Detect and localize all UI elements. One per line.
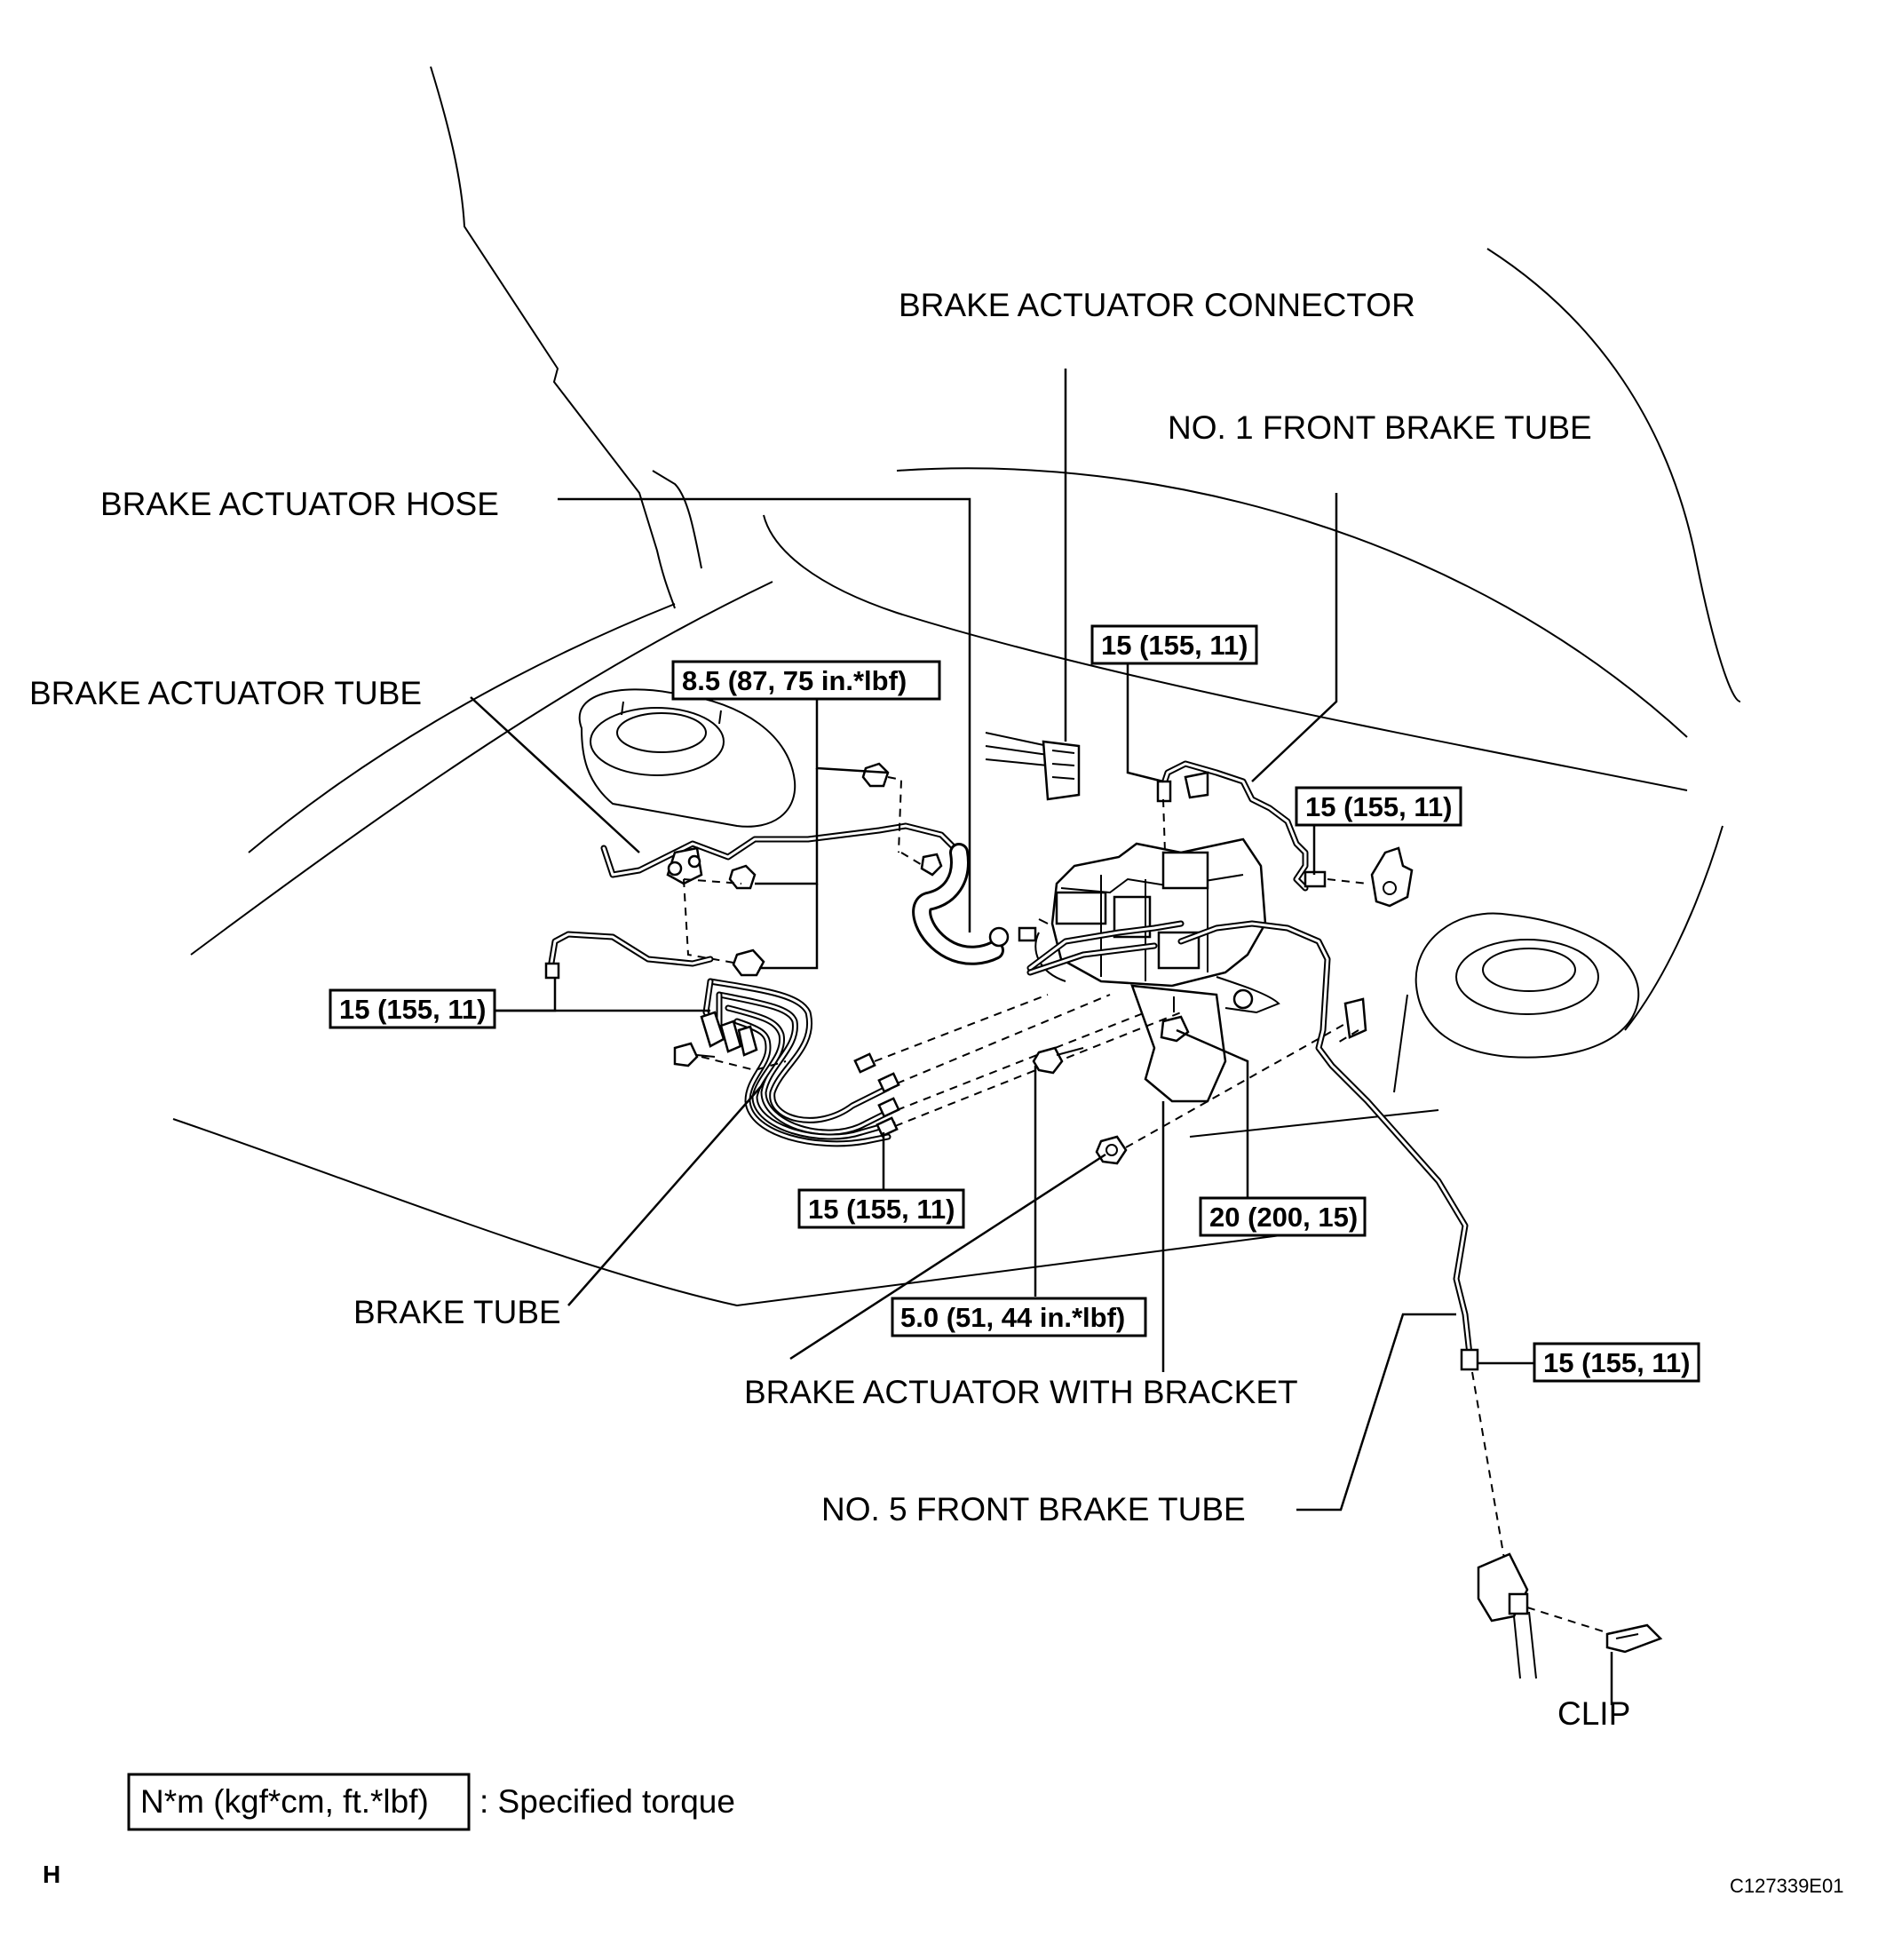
torque-box-small-bolt: 5.0 (51, 44 in.*lbf) — [891, 1297, 1147, 1337]
lower-mount-bracket — [1477, 1552, 1613, 1679]
vehicle-body-outline — [172, 66, 1741, 1307]
torque-legend: N*m (kgf*cm, ft.*lbf) : Specified torque — [127, 1773, 735, 1831]
label-brake-tube: BRAKE TUBE — [353, 1294, 561, 1330]
left-brake-tube — [544, 931, 714, 980]
torque-box-no5-union: 15 (155, 11) — [1533, 1342, 1700, 1383]
torque-actuator-tube-nuts: 8.5 (87, 75 in.*lbf) — [682, 665, 907, 696]
actuator-tube-nuts — [728, 762, 943, 977]
label-brake-actuator-tube: BRAKE ACTUATOR TUBE — [29, 675, 422, 711]
torque-no5-tube-union: 15 (155, 11) — [1543, 1347, 1690, 1378]
torque-box-no1-top: 15 (155, 11) — [1090, 624, 1258, 665]
brake-tube-bundle — [700, 978, 900, 1147]
part-labels: BRAKE ACTUATOR CONNECTOR NO. 1 FRONT BRA… — [29, 287, 1630, 1732]
right-strut-tower — [1393, 912, 1640, 1093]
torque-bracket-bolt: 20 (200, 15) — [1209, 1202, 1358, 1233]
torque-small-bolt: 5.0 (51, 44 in.*lbf) — [900, 1302, 1125, 1333]
clip-part — [1605, 1623, 1663, 1654]
label-brake-actuator-with-bracket: BRAKE ACTUATOR WITH BRACKET — [744, 1374, 1298, 1410]
torque-left-tube-union: 15 (155, 11) — [339, 994, 486, 1025]
torque-box-bracket-bolt: 20 (200, 15) — [1199, 1196, 1367, 1237]
no5-front-brake-tube — [1177, 920, 1510, 1591]
install-guides-upper-left — [683, 776, 924, 964]
brake-actuator-connector — [985, 732, 1081, 801]
left-strut-tower — [578, 688, 796, 828]
figure-code: C127339E01 — [1730, 1875, 1843, 1897]
torque-box-actuator-tube-nuts: 8.5 (87, 75 in.*lbf) — [671, 660, 941, 701]
brake-actuator-tube — [600, 822, 963, 885]
bracket-side-bolt — [673, 1042, 716, 1067]
torque-brake-tube-unions: 15 (155, 11) — [808, 1194, 955, 1225]
torque-no1-tube-right: 15 (155, 11) — [1305, 791, 1452, 822]
legend-unit-text: N*m (kgf*cm, ft.*lbf) — [140, 1783, 429, 1820]
label-brake-actuator-hose: BRAKE ACTUATOR HOSE — [100, 486, 499, 522]
legend-description: : Specified torque — [479, 1783, 735, 1820]
label-no5-front-brake-tube: NO. 5 FRONT BRAKE TUBE — [821, 1491, 1246, 1528]
torque-box-no1-right: 15 (155, 11) — [1295, 786, 1462, 827]
legend-unit-box — [127, 1773, 471, 1831]
torque-no1-tube-top: 15 (155, 11) — [1101, 630, 1248, 661]
leader-lines — [470, 369, 1613, 1705]
torque-box-left-union: 15 (155, 11) — [329, 988, 496, 1029]
bracket-bolt — [1160, 996, 1190, 1043]
actuator-crossover-tube — [1026, 920, 1185, 976]
no1-front-brake-tube — [1156, 760, 1368, 892]
brake-actuator-hose — [912, 843, 1010, 965]
install-guides-tube-bundle — [701, 994, 1182, 1127]
corner-mark: H — [43, 1861, 60, 1888]
label-clip: CLIP — [1557, 1695, 1630, 1732]
torque-callouts: 8.5 (87, 75 in.*lbf) 15 (155, 11) 15 (15… — [329, 624, 1700, 1383]
label-brake-actuator-connector: BRAKE ACTUATOR CONNECTOR — [899, 287, 1415, 323]
torque-box-brake-tube-unions: 15 (155, 11) — [797, 1188, 965, 1229]
right-tube-bracket — [1370, 846, 1414, 908]
label-no1-front-brake-tube: NO. 1 FRONT BRAKE TUBE — [1168, 409, 1592, 446]
